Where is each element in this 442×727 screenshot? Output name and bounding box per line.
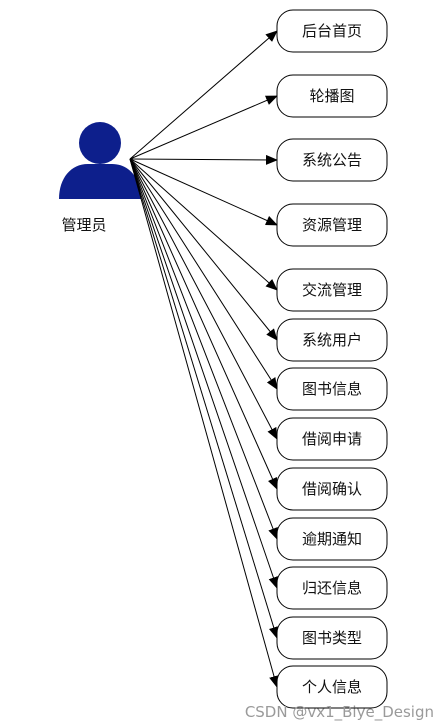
use-case-label: 后台首页 [302, 22, 362, 40]
use-case-box [276, 318, 388, 362]
use-case-box [276, 665, 388, 709]
use-case-label: 个人信息 [302, 678, 362, 696]
association-arrow [129, 158, 279, 639]
use-case-node: 借阅申请 [276, 417, 388, 461]
use-case-label: 逾期通知 [302, 530, 362, 548]
use-case-box [276, 9, 388, 53]
use-case-label: 系统公告 [302, 151, 362, 169]
use-case-box [276, 616, 388, 660]
association-arrow [129, 158, 278, 291]
association-edges [129, 30, 279, 688]
use-case-node: 逾期通知 [276, 517, 388, 561]
use-case-box [276, 367, 388, 411]
use-case-node: 后台首页 [276, 9, 388, 53]
use-case-label: 资源管理 [302, 216, 362, 234]
association-arrow [129, 158, 278, 540]
actor-label: 管理员 [61, 216, 106, 234]
watermark: CSDN @vx1_Biye_Design [244, 703, 434, 721]
association-arrow [129, 95, 278, 160]
use-case-node: 资源管理 [276, 203, 388, 247]
use-case-node: 系统用户 [276, 318, 388, 362]
use-case-box [276, 566, 388, 610]
association-arrow [129, 30, 278, 160]
association-arrow [129, 154, 278, 165]
use-case-label: 借阅申请 [302, 430, 362, 448]
use-case-box [276, 268, 388, 312]
actor: 管理员 [59, 122, 141, 234]
use-case-label: 图书信息 [302, 380, 362, 398]
association-arrow [129, 158, 278, 341]
use-case-box [276, 417, 388, 461]
association-arrow [129, 158, 278, 390]
use-case-node: 图书类型 [276, 616, 388, 660]
use-case-node: 个人信息 [276, 665, 388, 709]
use-case-node: 归还信息 [276, 566, 388, 610]
use-case-nodes: 后台首页轮播图系统公告资源管理交流管理系统用户图书信息借阅申请借阅确认逾期通知归… [276, 9, 388, 709]
association-arrow [129, 158, 279, 589]
use-case-box [276, 74, 388, 118]
use-case-node: 系统公告 [276, 138, 388, 182]
use-case-box [276, 517, 388, 561]
use-case-box [276, 467, 388, 511]
use-case-label: 借阅确认 [302, 480, 362, 498]
user-icon [59, 122, 141, 199]
association-arrow [129, 158, 279, 688]
use-case-node: 图书信息 [276, 367, 388, 411]
association-arrow [129, 158, 278, 226]
use-case-node: 轮播图 [276, 74, 388, 118]
use-case-box [276, 203, 388, 247]
use-case-label: 归还信息 [302, 579, 362, 597]
use-case-label: 图书类型 [302, 629, 362, 647]
association-arrow [129, 158, 278, 490]
use-case-label: 交流管理 [302, 281, 362, 299]
use-case-label: 轮播图 [309, 87, 354, 105]
use-case-node: 借阅确认 [276, 467, 388, 511]
use-case-box [276, 138, 388, 182]
association-arrow [129, 158, 278, 440]
use-case-label: 系统用户 [302, 331, 362, 349]
use-case-node: 交流管理 [276, 268, 388, 312]
